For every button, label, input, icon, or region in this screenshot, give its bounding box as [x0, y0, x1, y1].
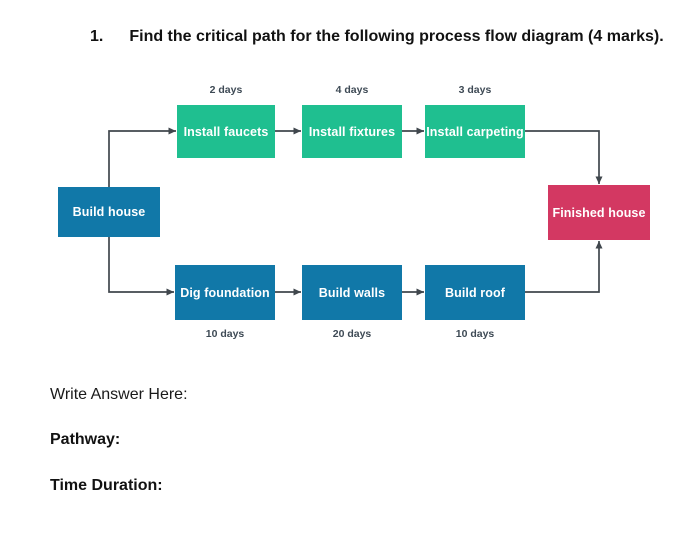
edge-build-roof-to-finished-house — [525, 241, 603, 293]
duration-label-build-walls: 20 days — [332, 328, 372, 340]
node-label: Install carpeting — [426, 124, 524, 139]
write-answer-prompt: Write Answer Here: — [50, 386, 188, 403]
edge-build-house-to-install-faucets — [108, 127, 176, 187]
duration-label-install-fixtures: 4 days — [335, 84, 369, 96]
node-label: Build walls — [318, 285, 386, 300]
node-build-walls: Build walls — [302, 265, 402, 320]
edge-build-house-to-dig-foundation — [108, 237, 174, 296]
node-label: Build roof — [444, 285, 505, 300]
duration-label-install-faucets: 2 days — [209, 84, 243, 96]
time-duration-label: Time Duration: — [50, 477, 163, 494]
node-install-fixtures: Install fixtures — [302, 105, 402, 158]
edge-install-carpeting-to-finished-house — [525, 130, 603, 184]
question-title: 1. Find the critical path for the followi… — [90, 25, 672, 49]
node-build-house: Build house — [58, 187, 160, 237]
question-text: Find the critical path for the following… — [129, 28, 664, 45]
node-label: Finished house — [552, 205, 646, 220]
node-install-faucets: Install faucets — [177, 105, 275, 158]
node-finished-house: Finished house — [548, 185, 650, 240]
pathway-label: Pathway: — [50, 431, 121, 448]
node-build-roof: Build roof — [425, 265, 525, 320]
node-dig-foundation: Dig foundation — [175, 265, 275, 320]
question-number: 1. — [90, 28, 104, 45]
node-label: Build house — [72, 205, 146, 219]
node-label: Install faucets — [183, 124, 269, 139]
node-label: Dig foundation — [180, 285, 270, 300]
duration-label-build-roof: 10 days — [455, 328, 495, 340]
duration-label-dig-foundation: 10 days — [205, 328, 245, 340]
duration-label-install-carpeting: 3 days — [458, 84, 492, 96]
node-label: Install fixtures — [308, 124, 396, 139]
node-install-carpeting: Install carpeting — [425, 105, 525, 158]
